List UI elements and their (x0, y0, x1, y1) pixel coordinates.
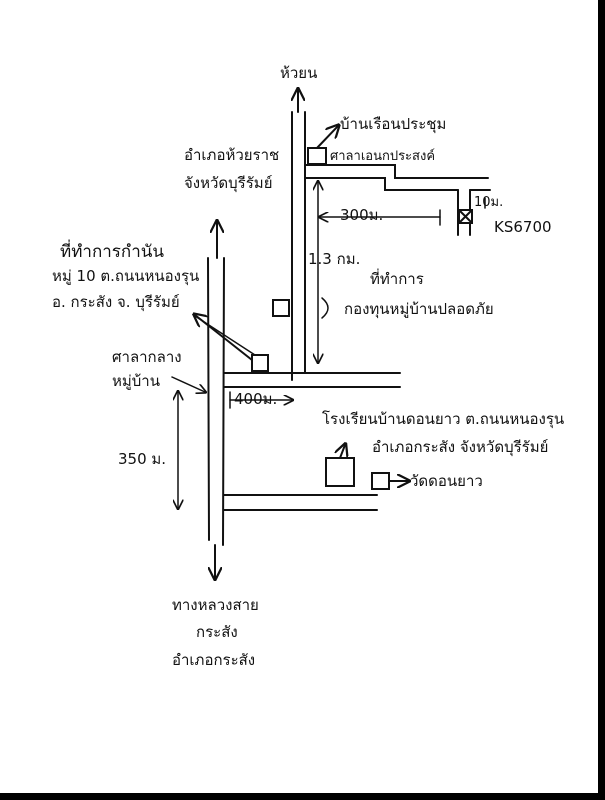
cross-road (223, 372, 401, 388)
label-distance-13km: 1.3 กม. (308, 250, 361, 268)
school-road (223, 494, 378, 511)
main-road-vertical (207, 257, 225, 546)
label-office2-1: ที่ทำการ (370, 270, 424, 288)
label-office-title-3: อ. กระสัง จ. บุรีรัมย์ (52, 293, 180, 311)
scan-edge-bottom (0, 793, 605, 800)
office-title-arrow (194, 315, 256, 356)
label-district-office-2: จังหวัดบุรีรัมย์ (184, 174, 273, 192)
label-distance-350: 350 ม. (118, 450, 167, 468)
temple-box (371, 472, 390, 490)
label-office-title-1: ที่ทำการกำนัน (60, 242, 165, 262)
label-village-hall-sub: ศาลาเอนกประสงค์ (330, 149, 436, 164)
east-branch-road (304, 164, 491, 236)
label-south-2: กระสัง (196, 623, 238, 641)
office2-box (272, 299, 290, 317)
school-box (325, 457, 355, 487)
label-office2-2: กองทุนหมู่บ้านปลอดภัย (344, 300, 494, 318)
dim-400 (229, 391, 292, 409)
label-school-1: โรงเรียนบ้านดอนยาว ต.ถนนหนองรุน (322, 410, 565, 428)
label-district-office-1: อำเภอห้วยราช (184, 146, 280, 164)
label-south-1: ทางหลวงสาย (172, 596, 259, 614)
label-shop-2: หมู่บ้าน (112, 372, 160, 390)
dim-300 (320, 209, 441, 226)
label-distance-10: 10ม. (474, 195, 504, 210)
scan-edge-right (598, 0, 605, 800)
label-distance-300: 300ม. (340, 206, 384, 224)
label-village-hall: บ้านเรือนประชุม (340, 115, 447, 133)
label-temple: วัดดอนยาว (410, 472, 483, 490)
shop-box (251, 354, 269, 372)
label-south-3: อำเภอกระสัง (172, 651, 256, 669)
label-school-2: อำเภอกระสัง จังหวัดบุรีรัมย์ (372, 438, 549, 456)
label-shop-1: ศาลากลาง (112, 348, 182, 366)
label-distance-400: 400ม. (234, 390, 278, 408)
label-office-title-2: หมู่ 10 ต.ถนนหนองรุน (52, 267, 200, 285)
village-hall-box (307, 147, 327, 165)
label-km-marker: KS6700 (494, 218, 552, 236)
shop-arrow (171, 376, 205, 392)
label-north-road: ห้วยน (280, 64, 318, 82)
office2-bracket (321, 297, 329, 319)
north-road (291, 111, 306, 381)
